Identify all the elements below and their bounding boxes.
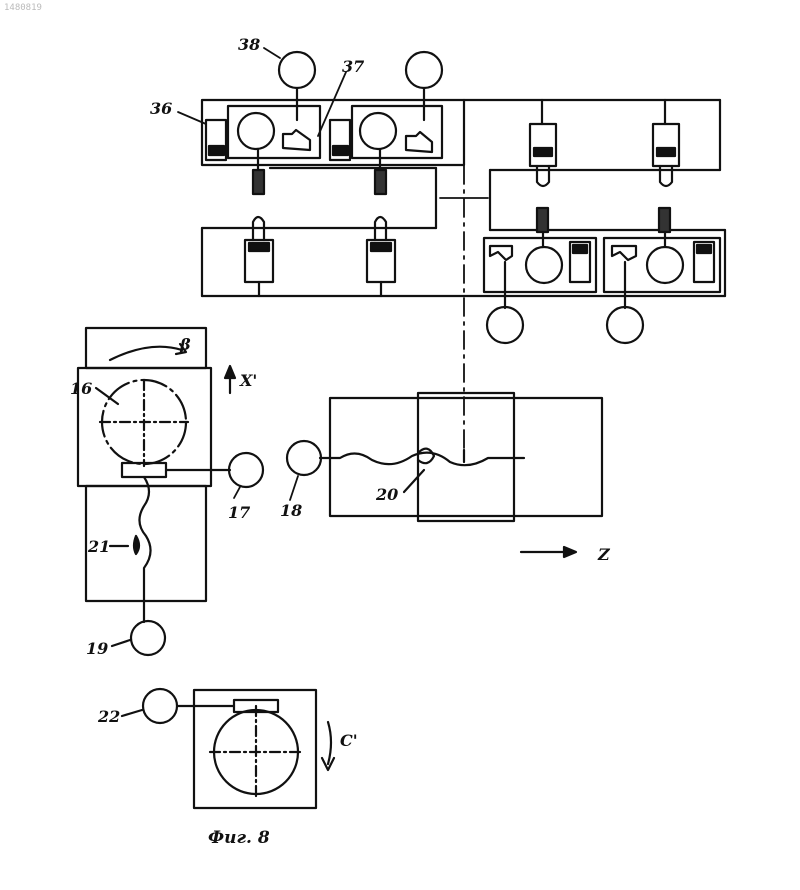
valve-spool-2 (333, 146, 348, 155)
cylinder-r1 (530, 124, 556, 166)
motor-19 (131, 621, 165, 655)
motor-circle-1 (238, 113, 274, 149)
top-right-actuator-assembly (464, 100, 720, 230)
motor-symbol-1 (283, 130, 310, 150)
motor-symbol-r2 (612, 246, 636, 260)
hatched-piston-r2 (659, 208, 670, 232)
figure-caption: Фиг. 8 (208, 828, 270, 848)
label-37: 37 (342, 57, 364, 76)
piston-l1 (249, 243, 269, 251)
z-carriage-body (330, 398, 602, 516)
piston-r2 (657, 148, 675, 156)
leader-37 (318, 72, 346, 136)
gauge-38 (279, 52, 315, 88)
label-17: 17 (228, 503, 250, 522)
top-left-actuator-assembly (202, 52, 464, 194)
z-axis-unit (287, 393, 602, 557)
cylinder-r2 (653, 124, 679, 166)
label-20: 20 (375, 485, 398, 504)
valve-spool-1 (209, 146, 224, 155)
gauge-r2 (607, 307, 643, 343)
beta-arrow-arc (110, 347, 182, 360)
leader-38 (264, 48, 280, 58)
gauge-r1 (487, 307, 523, 343)
motor-circle-2 (360, 113, 396, 149)
watermark: 1480819 (4, 3, 42, 13)
motor-22 (143, 689, 177, 723)
c-arrow-arc (328, 722, 331, 764)
label-x-prime: X' (239, 371, 257, 390)
motor-symbol-r1 (490, 246, 512, 260)
label-38: 38 (238, 35, 260, 54)
leader-17 (234, 487, 240, 498)
valve-spool-r2 (697, 245, 711, 253)
label-16: 16 (70, 379, 92, 398)
leader-20 (404, 470, 424, 492)
z-nut-20 (418, 449, 434, 464)
motor-18 (287, 441, 321, 475)
x-arrow-head (225, 366, 235, 378)
label-18: 18 (280, 501, 302, 520)
piston-r1 (534, 148, 552, 156)
c-axis-unit (122, 689, 334, 808)
x-axis-unit (78, 328, 263, 655)
motor-circle-r1 (526, 247, 562, 283)
hatched-piston-2 (375, 170, 386, 194)
leader-22 (122, 710, 142, 716)
motor-17 (229, 453, 263, 487)
label-19: 19 (86, 639, 108, 658)
piston-l2 (371, 243, 391, 251)
leader-18 (290, 476, 298, 500)
motor-circle-r2 (647, 247, 683, 283)
motor-symbol-2 (406, 132, 432, 152)
label-z: Z (597, 545, 611, 564)
gauge-2 (406, 52, 442, 88)
hatched-piston-r1 (537, 208, 548, 232)
valve-spool-r1 (573, 245, 587, 253)
label-21: 21 (87, 537, 110, 556)
leader-19 (112, 640, 130, 646)
label-22: 22 (97, 707, 120, 726)
z-arrow-head (564, 547, 576, 557)
hatched-piston-1 (253, 170, 264, 194)
x-nut-21 (134, 536, 139, 554)
label-36: 36 (150, 99, 172, 118)
middle-right-motor-assembly (484, 208, 725, 343)
label-beta: β (179, 335, 191, 354)
label-c-prime: C' (340, 731, 358, 750)
